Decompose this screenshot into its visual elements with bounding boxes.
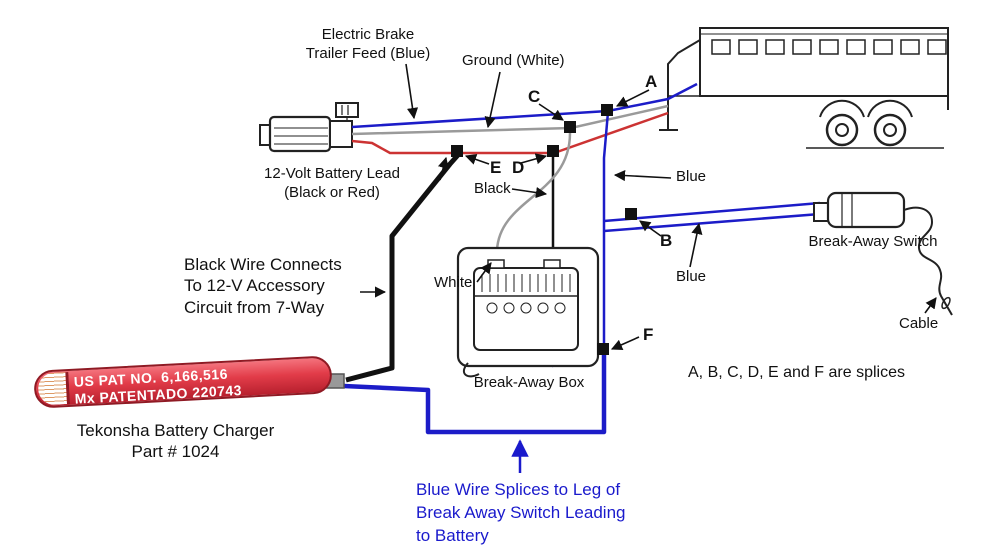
switch-nub bbox=[813, 202, 829, 222]
break-away-box-label: Break-Away Box bbox=[473, 374, 585, 391]
splice-f-marker bbox=[597, 343, 609, 355]
black-wire-note: Black Wire Connects To 12-V Accessory Ci… bbox=[184, 255, 342, 317]
splice-a-marker bbox=[601, 104, 613, 116]
splice-e-marker bbox=[451, 145, 463, 157]
splice-e-label: E bbox=[490, 158, 502, 177]
switch-pin-clip bbox=[941, 296, 951, 310]
box-battery bbox=[473, 267, 579, 351]
black-accessory-wire bbox=[345, 153, 460, 383]
blue-charger-wire bbox=[343, 350, 607, 435]
break-away-switch-label: Break-Away Switch bbox=[808, 233, 938, 250]
break-away-box-illustration bbox=[456, 246, 600, 378]
splice-c-label: C bbox=[528, 87, 541, 106]
white-box-wire bbox=[493, 132, 572, 261]
trailer-gooseneck bbox=[667, 39, 701, 130]
trailer-hub-rear bbox=[883, 123, 897, 137]
battery-lead-label: 12-Volt Battery Lead (Black or Red) bbox=[264, 165, 400, 201]
splice-e-arrow bbox=[464, 154, 490, 165]
splice-f-arrow bbox=[610, 336, 640, 351]
switch-cable bbox=[903, 206, 953, 316]
blue-switch-wire-upper bbox=[603, 201, 821, 223]
white-wire-label: White bbox=[434, 274, 473, 291]
splice-c-marker bbox=[564, 121, 576, 133]
blue-brake-feed-wire bbox=[351, 82, 698, 129]
blue-upper-arrow bbox=[613, 169, 672, 182]
black-wire-label: Black bbox=[474, 180, 511, 197]
trailer-illustration bbox=[659, 27, 949, 149]
white-label-arrow bbox=[476, 262, 492, 283]
splice-b-label: B bbox=[660, 231, 673, 250]
splice-f-label: F bbox=[643, 325, 654, 344]
connector-body bbox=[268, 115, 332, 153]
box-battery-plates bbox=[481, 274, 571, 292]
box-pigtail-loop bbox=[462, 362, 480, 378]
splice-b-marker bbox=[625, 208, 637, 220]
connector-top-tab bbox=[335, 102, 359, 118]
cable-arrow bbox=[924, 297, 937, 314]
leader-arrows bbox=[360, 63, 937, 351]
ground-arrow bbox=[484, 71, 501, 129]
blue-wire-note: Blue Wire Splices to Leg of Break Away S… bbox=[416, 480, 626, 545]
splice-d-arrow bbox=[520, 153, 548, 165]
connector-collar bbox=[329, 120, 353, 148]
ground-label: Ground (White) bbox=[462, 52, 565, 69]
trailer-body bbox=[699, 27, 949, 97]
battery-lead-arrow bbox=[437, 156, 449, 181]
electric-brake-feed-label: Electric Brake Trailer Feed (Blue) bbox=[305, 26, 431, 62]
trailer-wheel-front bbox=[825, 113, 859, 147]
splice-c-arrow bbox=[538, 103, 564, 121]
connector-body-lines bbox=[274, 127, 328, 145]
splices-note: A, B, C, D, E and F are splices bbox=[688, 364, 905, 381]
switch-seams bbox=[841, 194, 853, 226]
splice-b-arrow bbox=[639, 220, 662, 237]
feed-arrow bbox=[405, 63, 419, 120]
connector-top-tab-lines bbox=[341, 105, 349, 121]
splice-a-label: A bbox=[645, 72, 658, 91]
splice-a-arrow bbox=[615, 89, 650, 107]
trailer-hub-front bbox=[835, 123, 849, 137]
connector-left-cap bbox=[259, 124, 271, 146]
box-battery-terminal-right bbox=[543, 259, 561, 269]
trailer-windows bbox=[711, 39, 947, 55]
box-battery-caps bbox=[486, 302, 566, 314]
charger-end-cap bbox=[37, 371, 70, 406]
charger-name-label: Tekonsha Battery Charger Part # 1024 bbox=[76, 421, 275, 462]
trailer-fenders bbox=[819, 99, 913, 118]
blue-wire-lower-label: Blue bbox=[676, 268, 707, 285]
blue-vertical-wire bbox=[602, 111, 610, 346]
blue-wire-upper-label: Blue bbox=[676, 168, 707, 185]
trailer-wheel-rear bbox=[873, 113, 907, 147]
switch-body bbox=[826, 191, 906, 229]
black-label-arrow bbox=[511, 186, 548, 199]
blue-lower-arrow bbox=[689, 222, 703, 268]
splice-d-label: D bbox=[512, 158, 525, 177]
seven-way-connector bbox=[259, 102, 359, 153]
red-battery-lead-wire bbox=[351, 111, 669, 155]
splice-d-marker bbox=[547, 145, 559, 157]
break-away-switch-illustration bbox=[813, 191, 953, 316]
cable-label: Cable bbox=[899, 315, 939, 332]
splice-markers bbox=[451, 104, 637, 355]
